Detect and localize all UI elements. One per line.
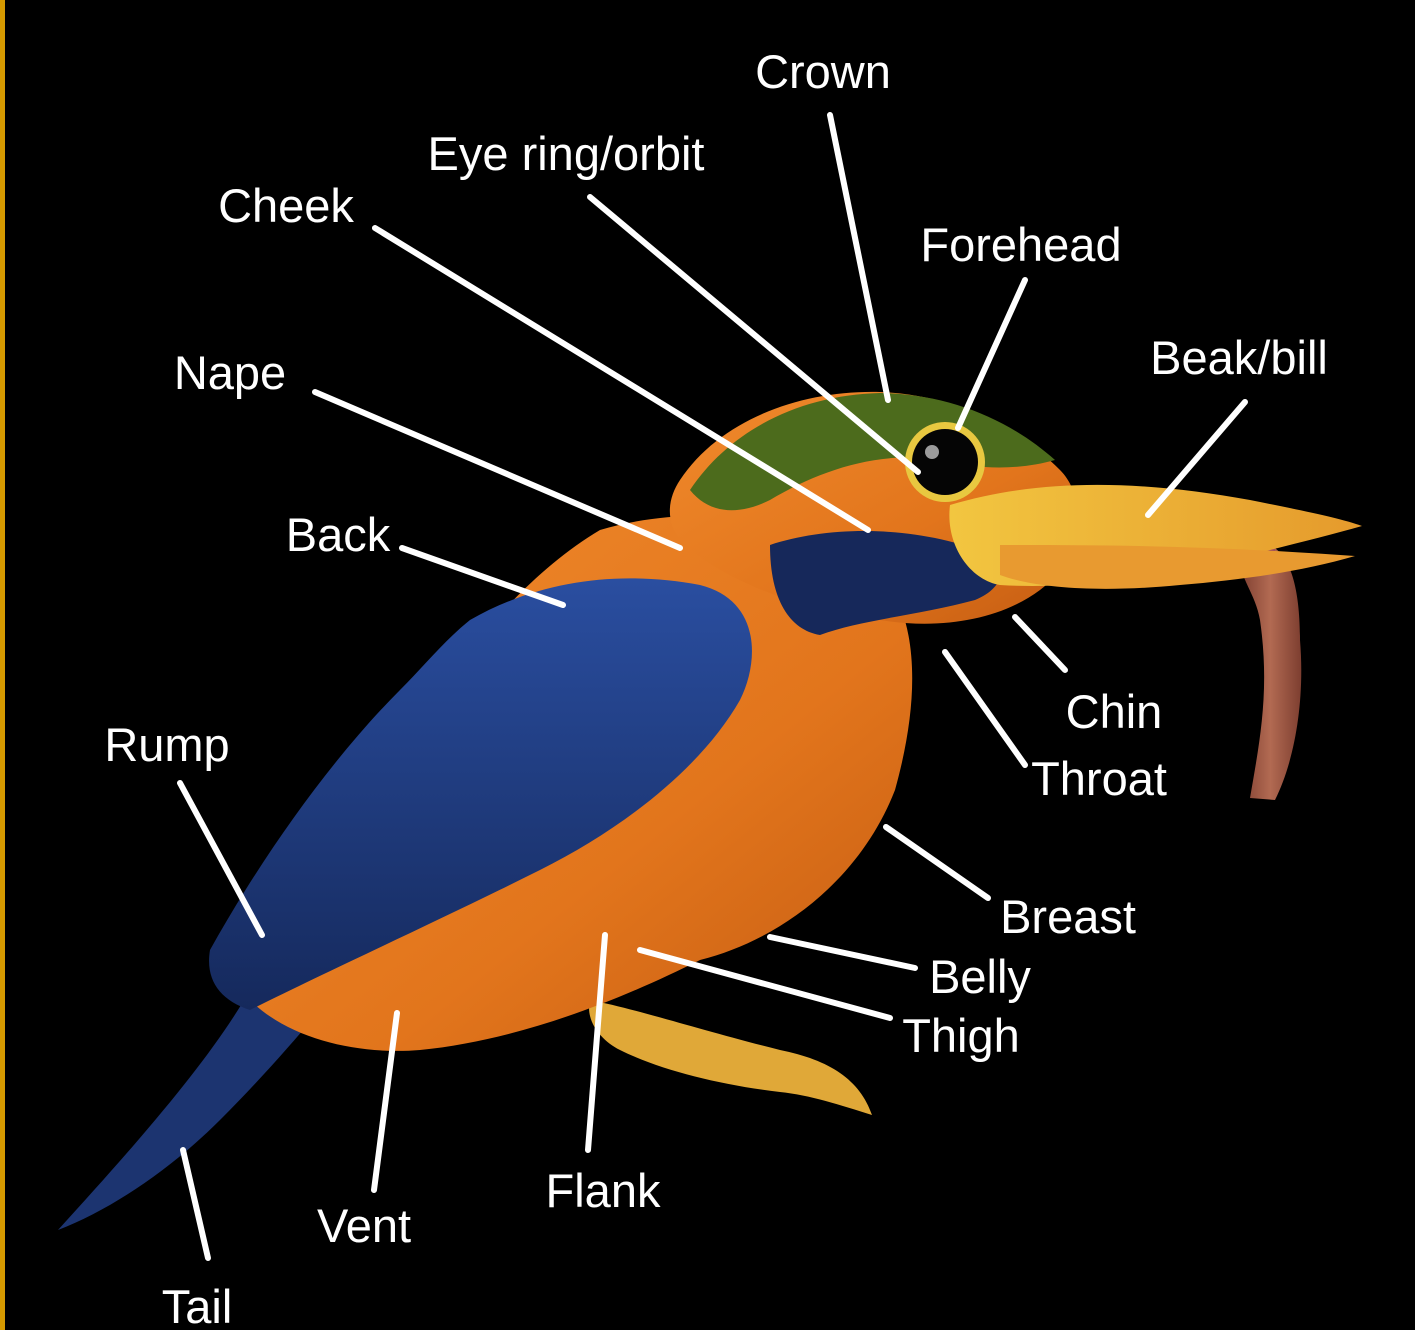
worm [1239, 542, 1301, 800]
label-nape: Nape [174, 346, 286, 399]
bird-tail [58, 990, 320, 1230]
bird-eye-highlight [925, 445, 939, 459]
leader-forehead [958, 280, 1025, 428]
leader-rump [180, 783, 262, 935]
leader-crown [830, 115, 888, 400]
label-breast: Breast [1000, 890, 1136, 943]
label-back: Back [286, 508, 391, 561]
leader-chin [1015, 617, 1065, 670]
label-cheek: Cheek [218, 179, 354, 232]
label-belly: Belly [929, 950, 1031, 1003]
label-crown: Crown [755, 45, 891, 98]
label-flank: Flank [546, 1164, 661, 1217]
leader-tail [183, 1150, 208, 1258]
leader-belly [770, 937, 915, 968]
bird-foot [589, 1000, 872, 1115]
leader-breast [886, 827, 988, 898]
label-throat: Throat [1031, 752, 1167, 805]
leader-thigh [640, 950, 890, 1018]
label-chin: Chin [1066, 685, 1163, 738]
bird-illustration [58, 392, 1362, 1230]
label-forehead: Forehead [920, 218, 1121, 271]
label-eye-ring: Eye ring/orbit [428, 127, 705, 180]
label-tail: Tail [162, 1280, 233, 1330]
label-beak: Beak/bill [1150, 331, 1328, 384]
bird-eye [912, 429, 978, 495]
label-rump: Rump [104, 718, 229, 771]
leader-throat [945, 652, 1025, 765]
label-thigh: Thigh [902, 1009, 1020, 1062]
label-vent: Vent [317, 1199, 411, 1252]
leader-cheek [375, 228, 868, 530]
bird-beak-lower [1000, 545, 1355, 589]
